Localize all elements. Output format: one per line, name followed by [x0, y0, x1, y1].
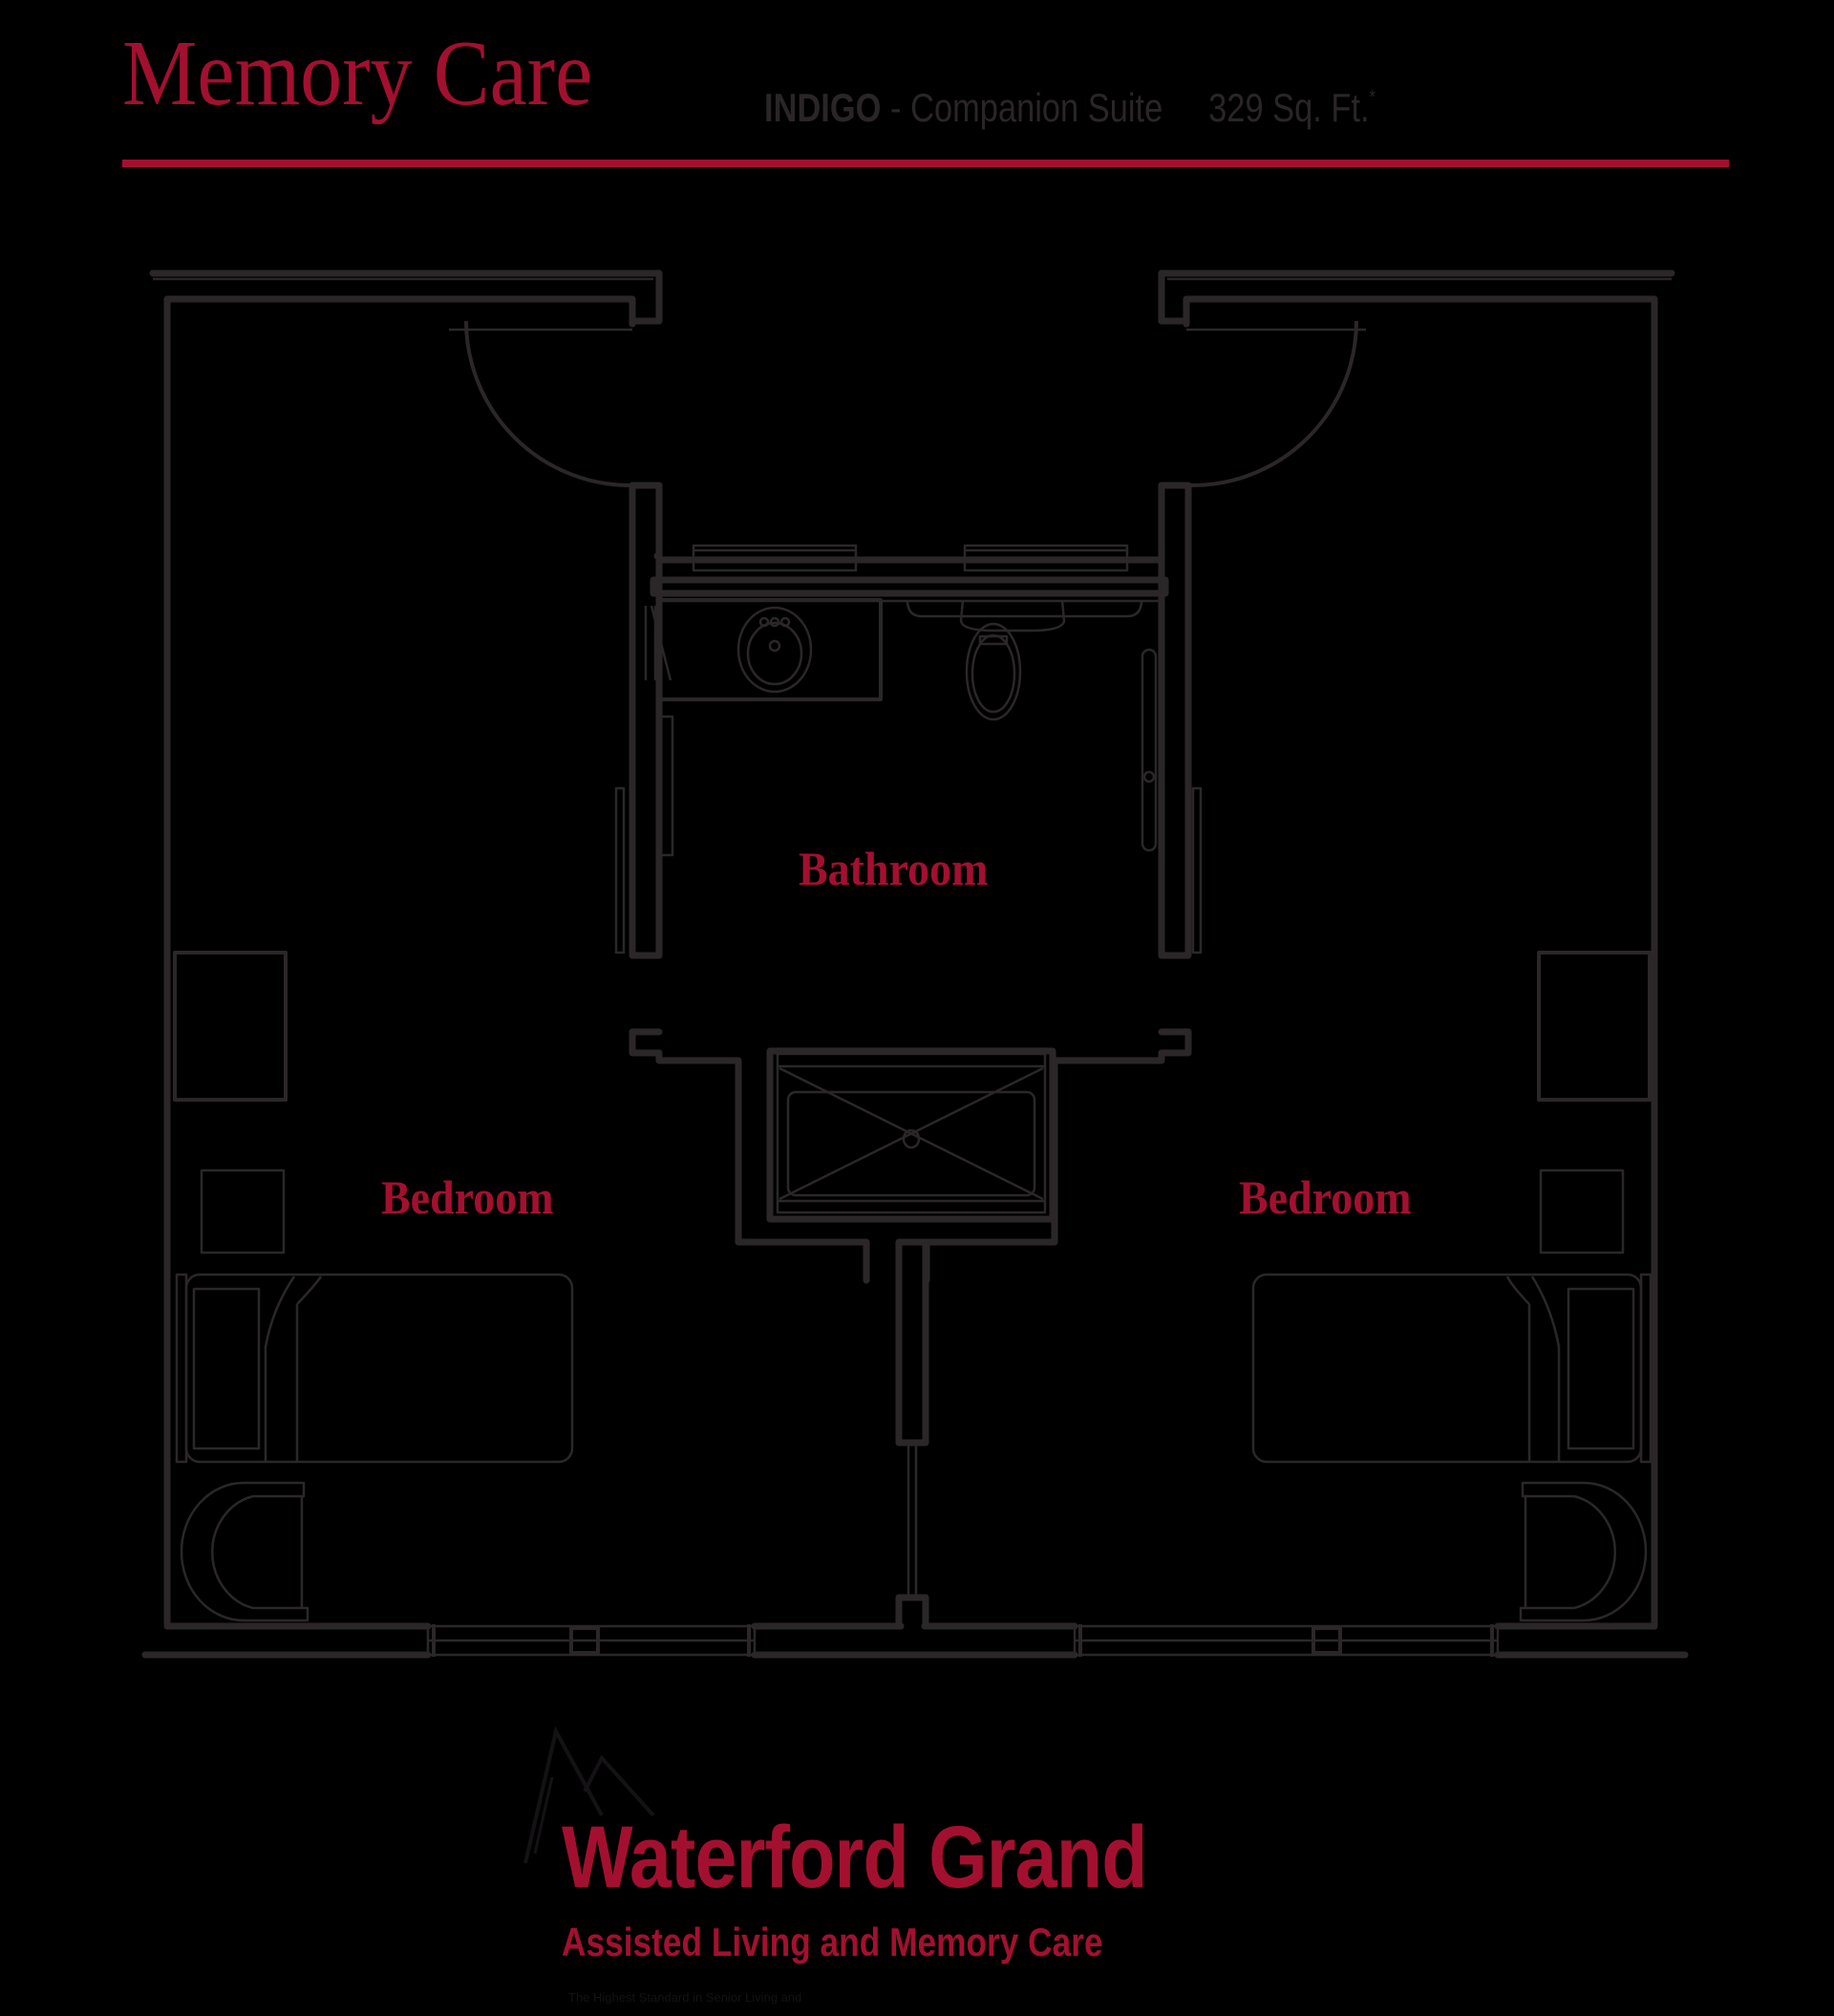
area-footnote-mark: *	[1369, 87, 1376, 108]
toilet	[959, 599, 1066, 721]
sink-vanity	[644, 598, 883, 701]
unit-area: 329 Sq. Ft.	[1208, 85, 1370, 130]
subtitle-separator: -	[881, 85, 911, 130]
bed-left	[175, 1273, 574, 1464]
window-left	[426, 1624, 757, 1657]
brand-name: Waterford Grand	[562, 1809, 1148, 1906]
armchair-right	[1519, 1481, 1648, 1622]
unit-name: INDIGO	[764, 85, 882, 130]
window-right	[1073, 1624, 1500, 1657]
nightstand-left	[200, 1169, 286, 1255]
bathroom-walls	[614, 482, 1203, 959]
entry-door-right	[1158, 320, 1358, 556]
dresser-left	[173, 951, 288, 1102]
header-rule	[122, 160, 1729, 167]
shower	[629, 1028, 1192, 1284]
partition-wall	[895, 1238, 929, 1630]
page-title: Memory Care	[122, 22, 593, 125]
bed-right	[1251, 1273, 1653, 1464]
fine-print: The Highest Standard in Senior Living an…	[568, 1990, 802, 2005]
grab-bar	[906, 599, 1158, 852]
unit-type: Companion Suite	[910, 85, 1163, 130]
entry-door-left	[464, 320, 663, 556]
room-label-bedroom-right: Bedroom	[1239, 1170, 1412, 1224]
room-label-bathroom: Bathroom	[799, 842, 989, 895]
unit-subtitle: INDIGO - Companion Suite 329 Sq. Ft.*	[764, 88, 1376, 128]
exterior-walls	[141, 269, 1689, 1659]
nightstand-right	[1539, 1169, 1625, 1255]
armchair-left	[180, 1481, 309, 1622]
mountain-peaks-icon	[523, 1726, 655, 1864]
brand-tagline: Assisted Living and Memory Care	[562, 1919, 1103, 1964]
room-label-bedroom-left: Bedroom	[381, 1170, 554, 1224]
dresser-right	[1537, 951, 1652, 1102]
